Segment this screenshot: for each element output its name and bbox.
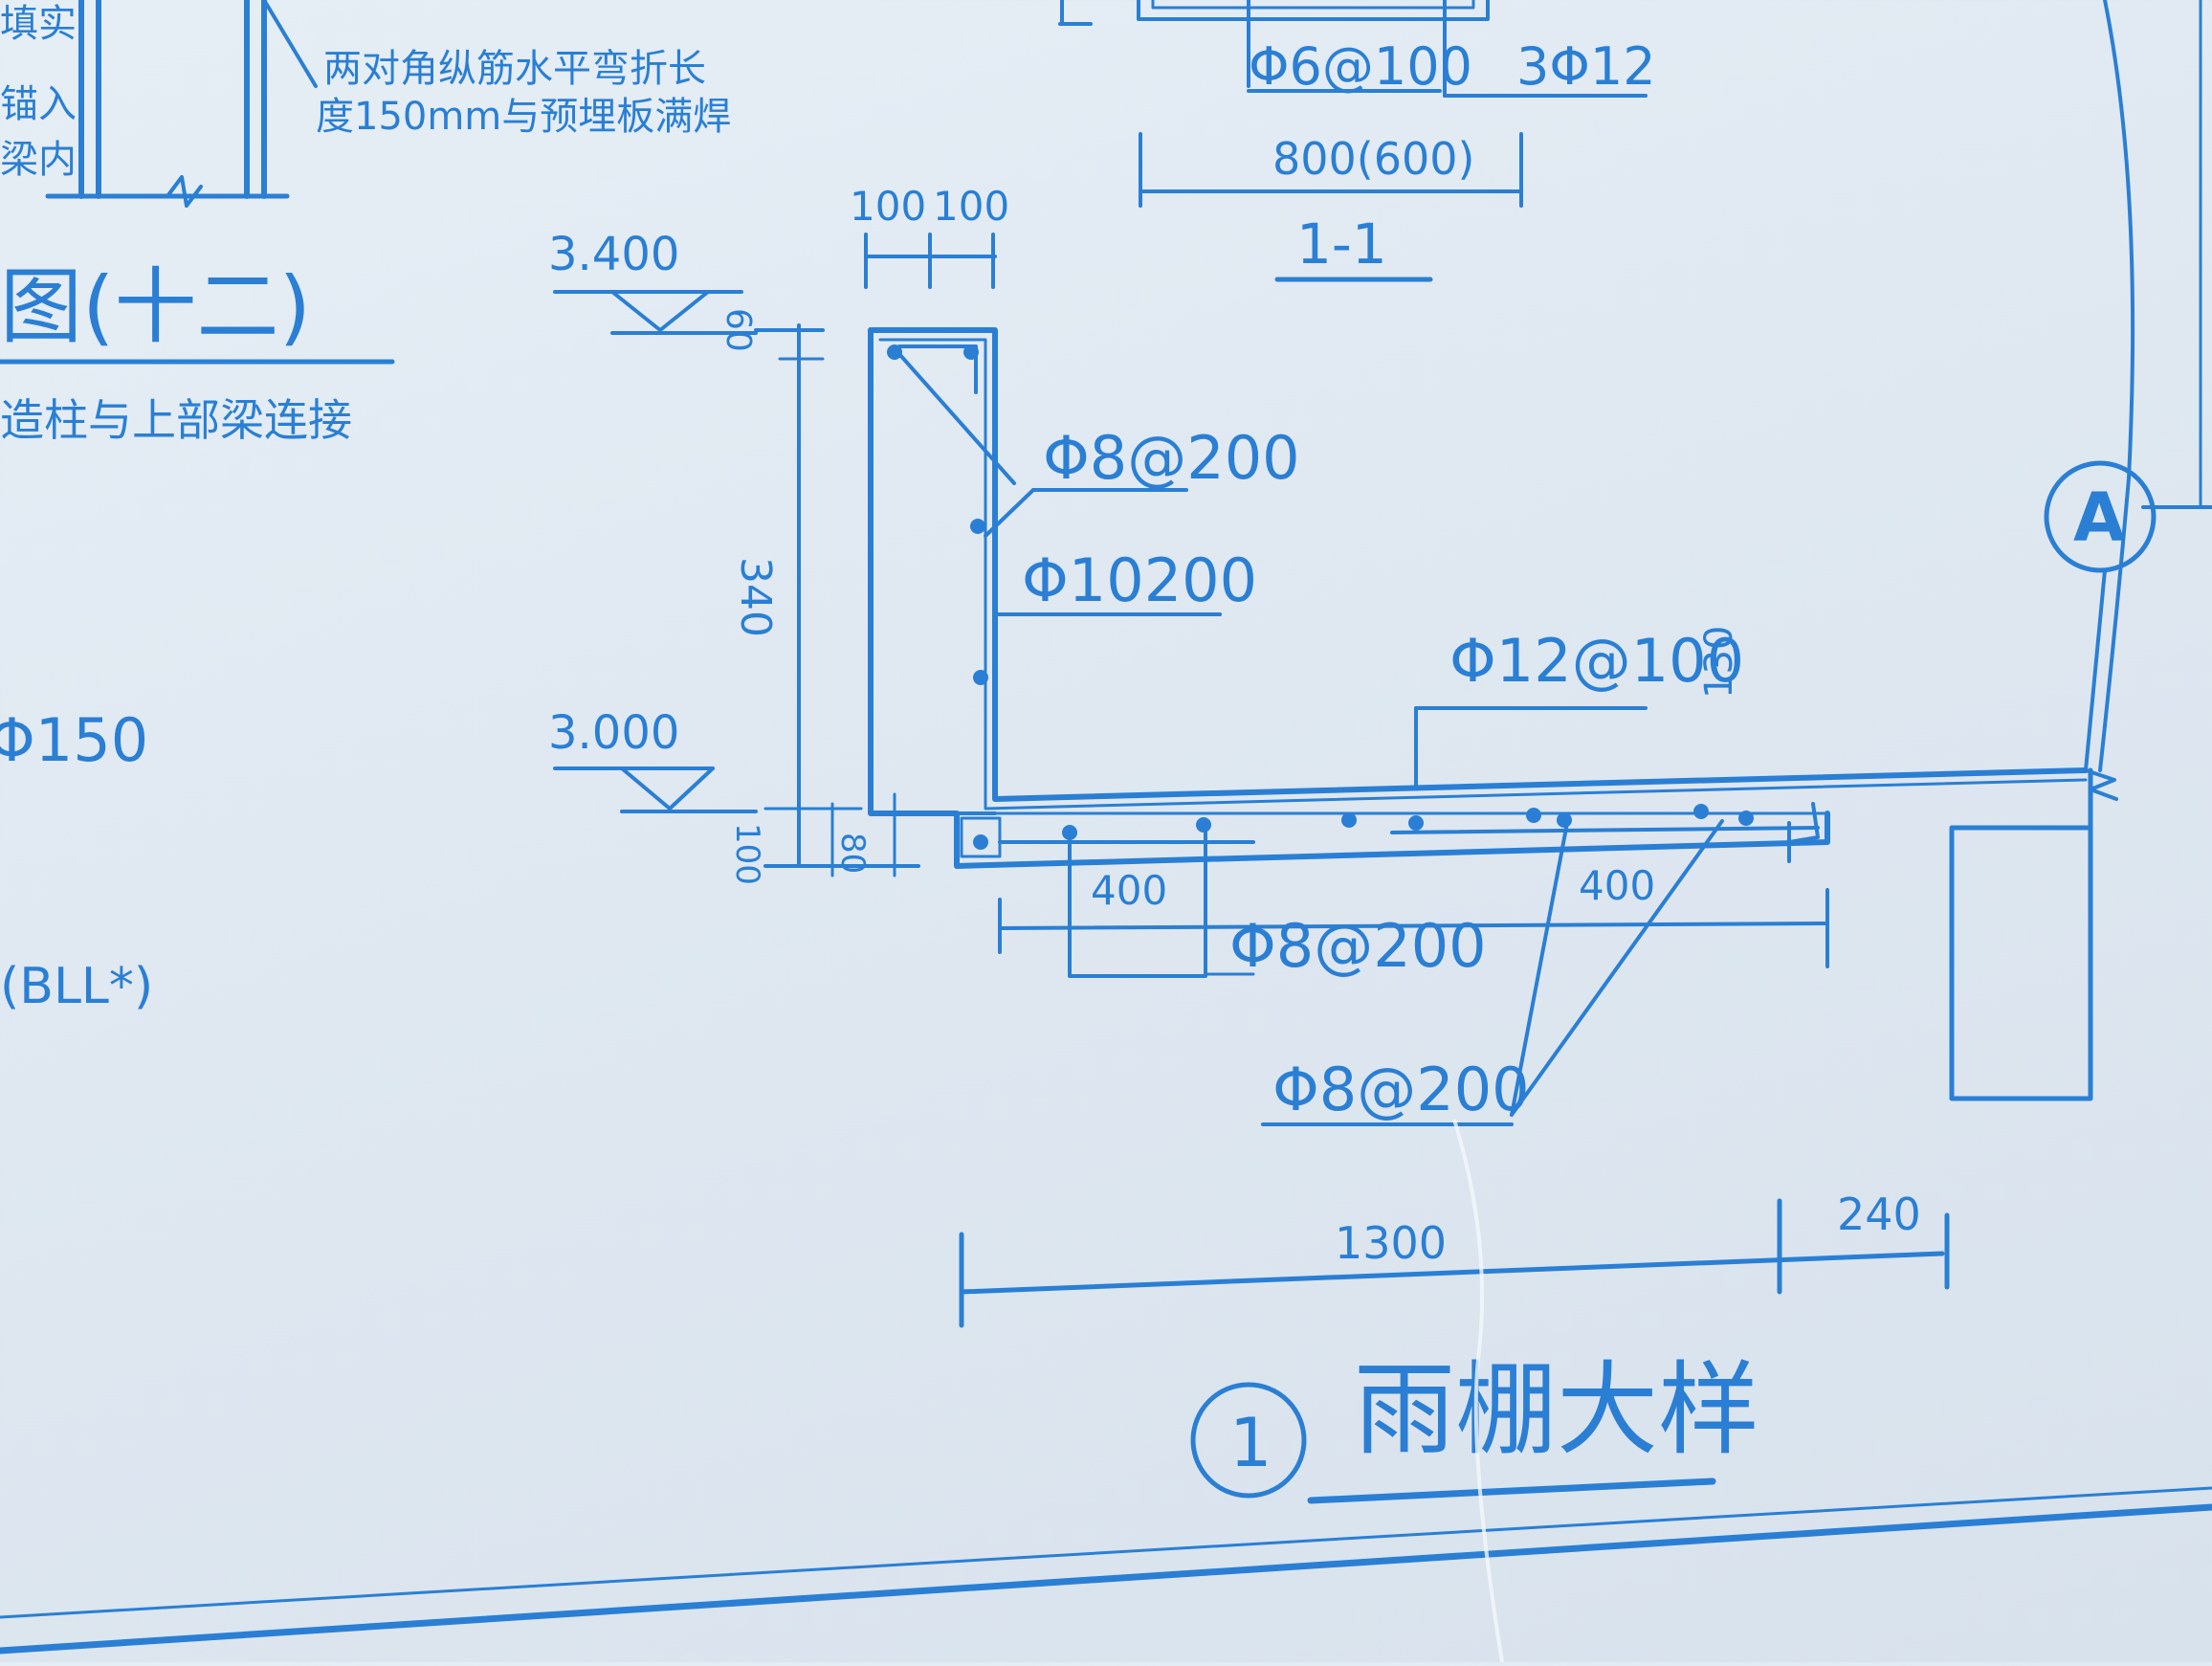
dim-wall-240: 240 <box>1837 1188 1921 1240</box>
fragment-text-1: 填实 <box>0 2 77 46</box>
paper-crease <box>1452 1119 1504 1663</box>
sheet-border <box>0 1486 2212 1655</box>
main-bar-label: 3Φ12 <box>1516 36 1656 97</box>
fragment-text-3: 梁内 <box>0 138 77 182</box>
section-title: 1-1 <box>1296 211 1387 277</box>
elevation-slab-label: 3.000 <box>548 706 679 760</box>
rebar-dist-bottom-label: Φ8@200 <box>1272 1055 1530 1124</box>
dim-slab-100: 100 <box>728 823 766 885</box>
stirrup-label: Φ6@100 <box>1249 36 1472 97</box>
rebar-slab-top-label: Φ12@100 <box>1449 626 1744 696</box>
axis-label: A <box>2073 478 2125 557</box>
elevation-mark-top: 3.400 60 <box>548 228 758 352</box>
detail-number: 1 <box>1229 1404 1272 1482</box>
rebar-dist-mid-label: Φ8@200 <box>1229 911 1487 981</box>
dim-400-right: 400 <box>1579 862 1655 909</box>
section-width-dim: 800(600) <box>1272 133 1475 185</box>
dim-slab-80: 80 <box>833 833 872 874</box>
dim-130: 130 <box>1697 626 1741 699</box>
dim-top-60: 60 <box>719 308 758 352</box>
rebar-dots <box>887 344 1754 850</box>
dim-400-left: 400 <box>1091 867 1167 914</box>
detail-title: 1 雨棚大样 <box>1190 1351 1759 1504</box>
dim-span-1300: 1300 <box>1335 1217 1447 1269</box>
dim-parapet-100a: 100 <box>850 183 926 230</box>
weld-note-line-2: 度150mm与预埋板满焊 <box>316 95 731 139</box>
fragment-phi150: Φ150 <box>0 705 148 775</box>
figure-caption: 造柱与上部梁连接 <box>0 394 352 446</box>
lower-dimensions: 400 Φ8@200 400 Φ8@200 <box>998 819 1829 1126</box>
rebar-stirrup-top-label: Φ8@200 <box>1043 423 1300 493</box>
vertical-dimensions: 340 100 80 <box>728 323 920 885</box>
rebar-vertical-label: Φ10200 <box>1022 545 1257 615</box>
elevation-top-label: 3.400 <box>548 228 679 281</box>
detail-title-text: 雨棚大样 <box>1354 1351 1759 1469</box>
rebar-annotations: Φ8@200 Φ10200 Φ12@100 130 <box>984 423 1744 789</box>
elevation-mark-slab: 3.000 <box>548 706 758 813</box>
weld-note-line-1: 两对角纵筋水平弯折长 <box>323 47 706 91</box>
fragment-text-2: 锚入 <box>0 82 77 126</box>
axis-bubble-a: A <box>2044 460 2157 772</box>
span-dimensions: 1300 240 <box>959 1188 1950 1328</box>
top-left-fragment: 填实 锚入 梁内 两对角纵筋水平弯折长 度150mm与预埋板满焊 图(十二) 造… <box>0 0 731 446</box>
canopy-section <box>868 327 2118 869</box>
parapet-width-dims: 100 100 <box>850 183 1009 289</box>
fragment-bll: (BLL*) <box>0 958 153 1015</box>
section-1-1-fragment: Φ6@100 3Φ12 800(600) 1-1 <box>1058 0 1656 282</box>
dim-height-340: 340 <box>731 557 780 637</box>
dim-parapet-100b: 100 <box>933 183 1009 230</box>
figure-title: 图(十二) <box>0 259 311 355</box>
right-wall-outline <box>1787 0 2212 1101</box>
